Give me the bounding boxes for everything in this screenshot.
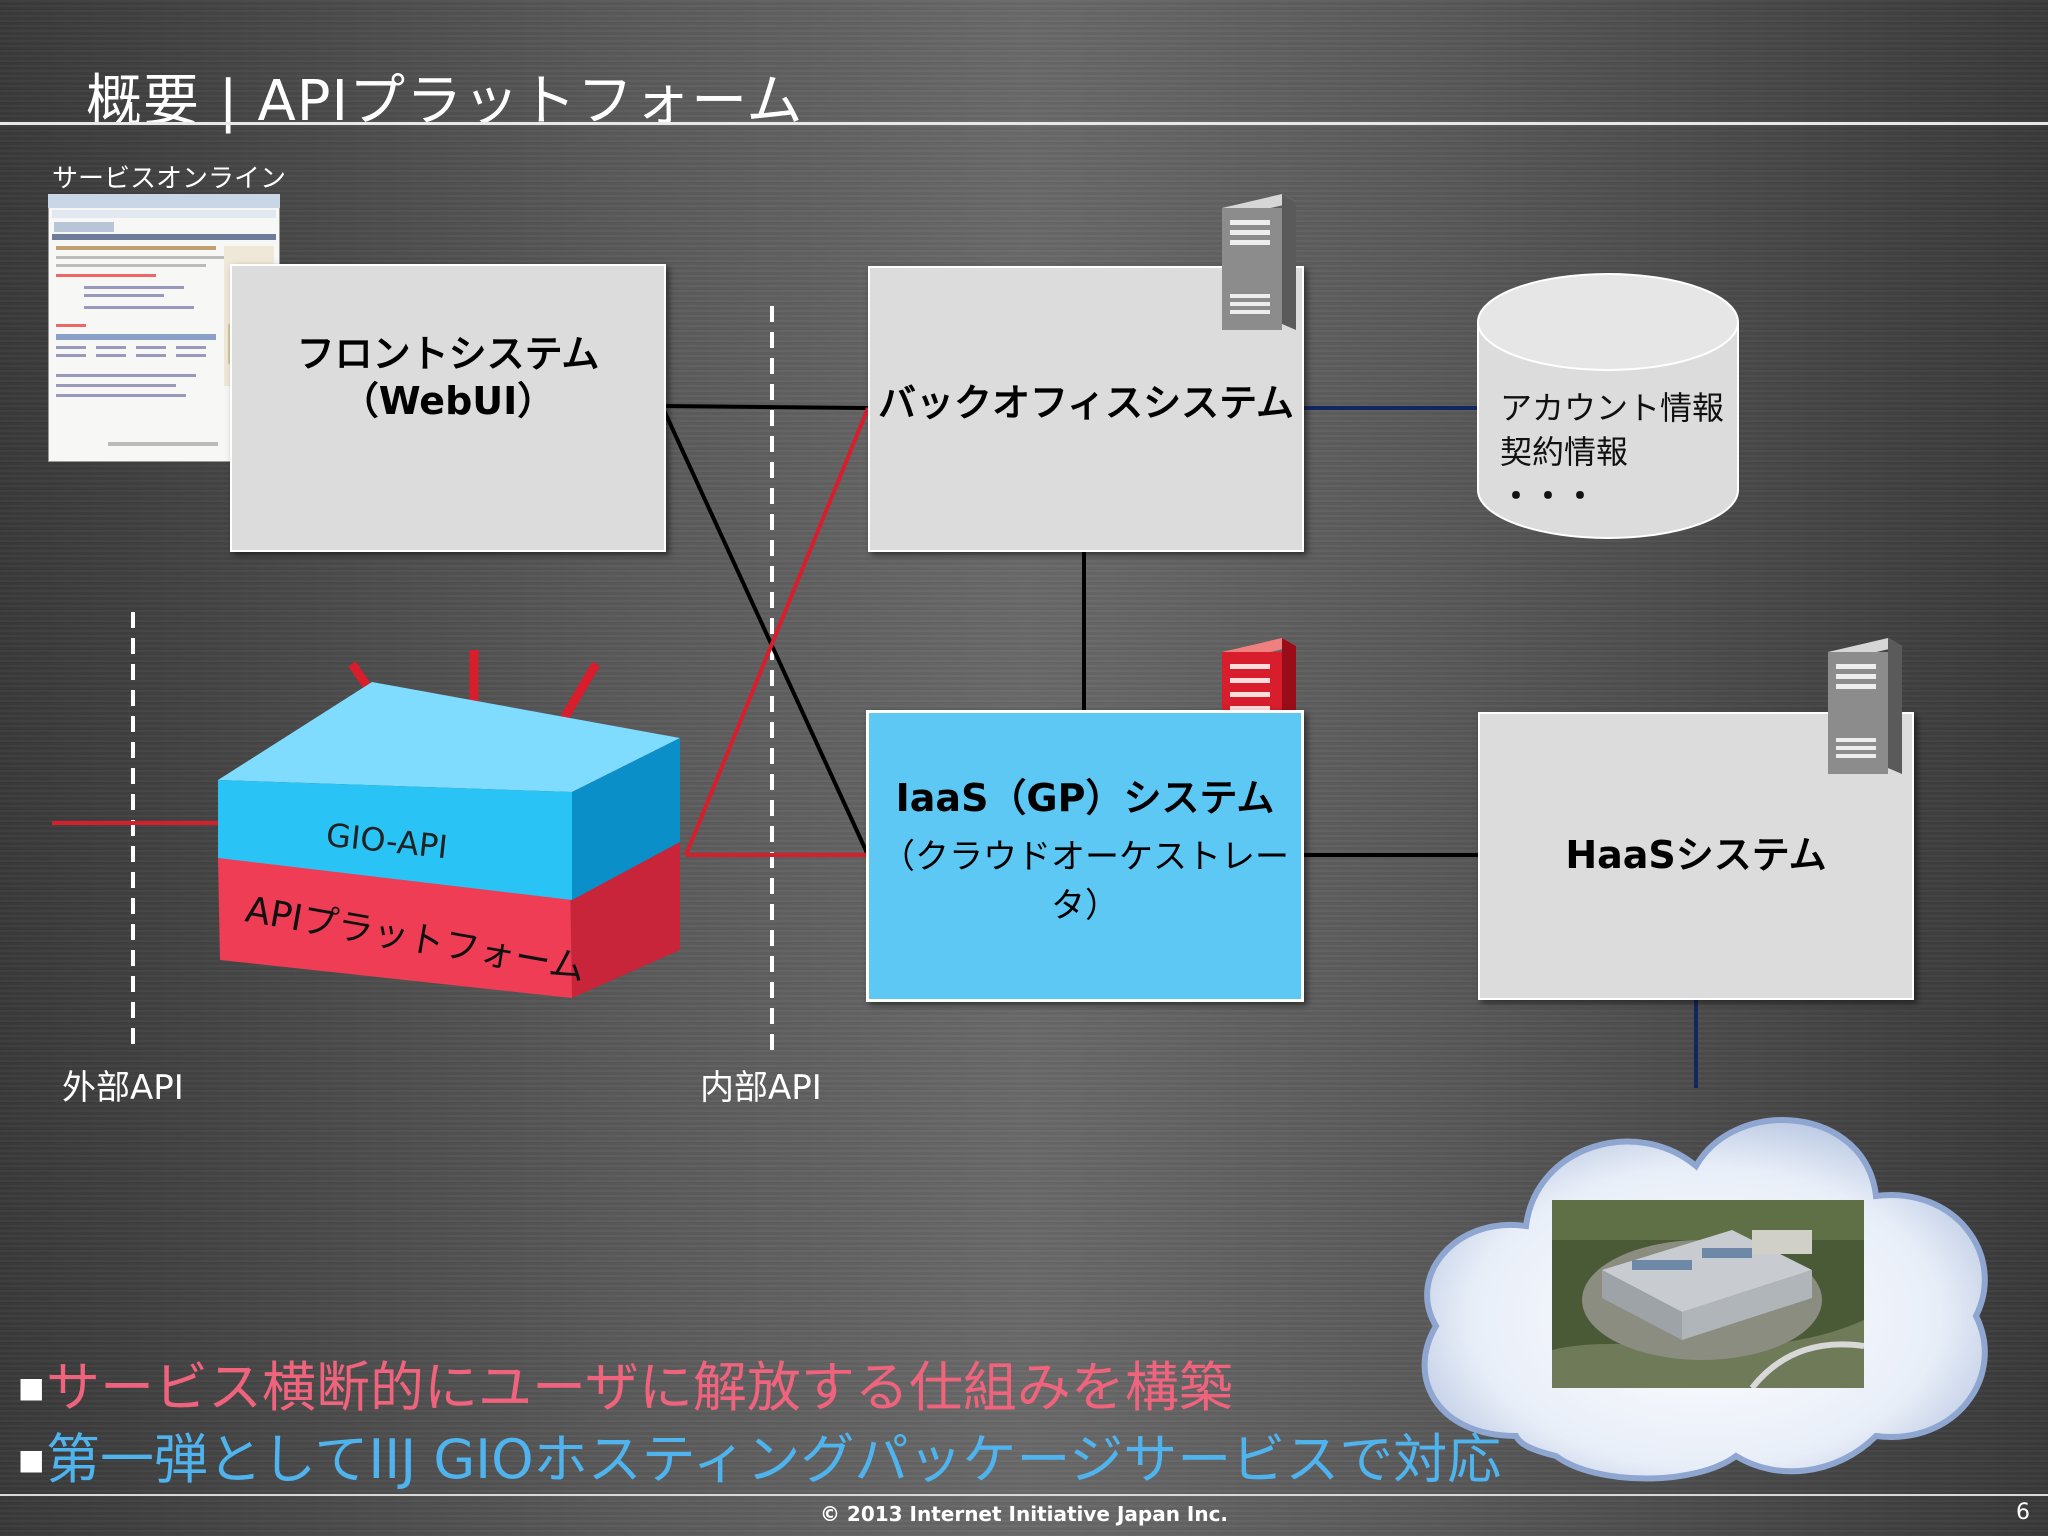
bullet-text: 第一弾としてIIJ GIOホスティングパッケージサービスで対応	[46, 1428, 1502, 1491]
service-online-label: サービスオンライン	[52, 164, 287, 194]
iaas-system-title: IaaS（GP）システム	[895, 776, 1275, 821]
gray-server-icon	[1222, 194, 1296, 330]
platform-to-backoffice-line	[684, 407, 870, 856]
front-system-title: フロントシステム	[296, 331, 600, 376]
backoffice-system-title: バックオフィスシステム	[877, 381, 1295, 426]
external-api-label: 外部API	[62, 1068, 184, 1108]
iaas-system-subtitle: （クラウドオーケストレータ）	[881, 836, 1289, 926]
db-account-info: アカウント情報	[1500, 389, 1725, 427]
title-divider	[0, 122, 2048, 125]
signal-mark-right	[558, 661, 600, 725]
bullet-text: サービス横断的にユーザに解放する仕組みを構築	[46, 1356, 1233, 1419]
datacenter-photo	[1552, 1200, 1864, 1388]
bullet-list: ■ サービス横断的にユーザに解放する仕組みを構築 ■ 第一弾としてIIJ GIO…	[18, 1352, 1501, 1496]
front-to-backoffice-line	[661, 404, 869, 410]
haas-server-icon	[1828, 638, 1902, 774]
front-to-iaas-line	[660, 405, 870, 856]
front-system-subtitle: （WebUI）	[340, 379, 556, 423]
footer-divider	[0, 1494, 2048, 1496]
db-ellipsis: ・・・	[1500, 477, 1597, 515]
database-cylinder	[1477, 273, 1739, 539]
db-contract-info: 契約情報	[1500, 433, 1629, 471]
haas-system-title: HaaSシステム	[1565, 833, 1827, 878]
bullet-marker: ■	[18, 1443, 45, 1476]
bullet-marker: ■	[18, 1371, 45, 1404]
copyright: © 2013 Internet Initiative Japan Inc.	[819, 1502, 1229, 1526]
page-number: 6	[2016, 1500, 2030, 1525]
internal-api-label: 内部API	[700, 1068, 822, 1108]
iaas-system-box: IaaS（GP）システム （クラウドオーケストレータ）	[866, 710, 1304, 1002]
bullet-item: ■ 第一弾としてIIJ GIOホスティングパッケージサービスで対応	[18, 1424, 1501, 1496]
front-system-box: フロントシステム （WebUI）	[230, 264, 666, 552]
db-contents: アカウント情報 契約情報 ・・・	[1500, 386, 1724, 518]
bullet-item: ■ サービス横断的にユーザに解放する仕組みを構築	[18, 1352, 1501, 1424]
